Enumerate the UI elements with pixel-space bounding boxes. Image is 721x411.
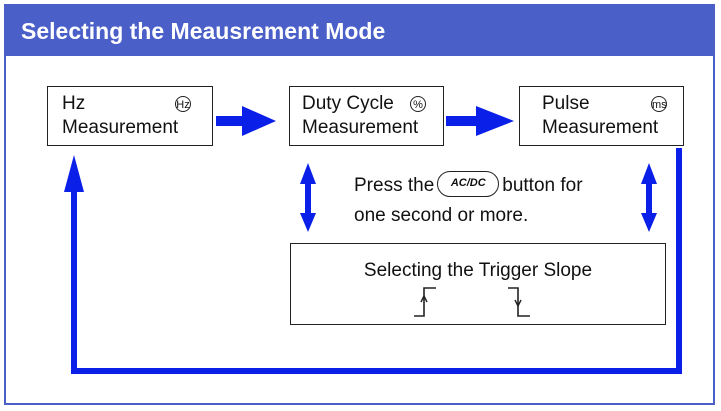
page-title: Selecting the Meausrement Mode	[6, 6, 713, 56]
duty-measurement-label: Measurement	[302, 117, 419, 138]
pulse-measurement-label: Measurement	[542, 117, 659, 138]
trigger-slope-title: Selecting the Trigger Slope	[363, 260, 593, 281]
arrow-duty-to-pulse	[446, 106, 514, 136]
duty-cycle-measurement-box: Duty Cycle Measurement %	[289, 86, 444, 146]
duty-cycle-label: Duty Cycle	[302, 93, 394, 114]
diagram-frame: Selecting the Meausrement Mode	[4, 4, 715, 405]
instruction-line-2: one second or more.	[354, 205, 529, 226]
pulse-label: Pulse	[542, 93, 590, 114]
ms-icon: ms	[651, 96, 667, 112]
rising-slope-arrow	[420, 294, 428, 303]
pulse-measurement-box: Pulse Measurement ms	[519, 86, 684, 146]
acdc-button-icon: AC/DC	[437, 170, 500, 197]
trigger-slope-box: Selecting the Trigger Slope	[290, 243, 666, 325]
return-loop-line	[71, 148, 682, 374]
falling-slope-arrow	[514, 299, 522, 308]
arrow-hz-to-duty	[216, 106, 276, 136]
double-arrow-duty-trigger	[300, 163, 316, 232]
instruction-text-2: button for	[502, 175, 583, 196]
double-arrow-pulse-trigger	[641, 163, 657, 232]
hz-icon: Hz	[175, 96, 191, 112]
rising-slope-icon	[414, 287, 436, 317]
falling-slope-icon	[508, 287, 530, 317]
hz-measurement-label: Measurement	[62, 117, 179, 138]
hz-measurement-box: Hz Measurement Hz	[47, 86, 213, 146]
instruction-text-1: Press the	[354, 175, 435, 196]
return-loop-arrowhead	[64, 155, 84, 192]
percent-icon: %	[410, 96, 426, 112]
hz-label: Hz	[62, 93, 86, 114]
